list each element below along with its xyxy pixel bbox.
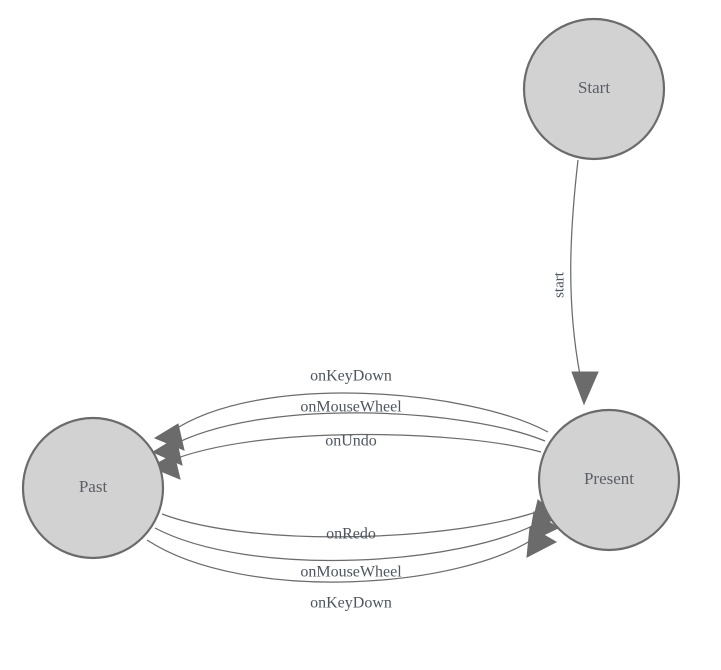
edge-label-start: start (551, 271, 567, 298)
node-past-label: Past (79, 477, 108, 496)
edge-label-present-past-2: onMouseWheel (300, 399, 402, 416)
node-present-circle (537, 408, 681, 552)
edge-path-present-past-2 (168, 412, 546, 448)
edge-path-past-present-1 (161, 508, 546, 538)
edge-present-to-past-onundo[interactable]: onUndo (149, 433, 542, 480)
edge-path-present-past-3 (166, 433, 542, 463)
node-past-circle (21, 416, 165, 560)
edge-path-present-past-1 (170, 392, 549, 433)
node-present-label: Present (584, 469, 634, 488)
edge-label-present-past-1: onKeyDown (310, 368, 392, 385)
node-start-label: Start (578, 78, 610, 97)
edge-past-to-present-onredo[interactable]: onRedo (161, 499, 561, 543)
node-start[interactable]: Start (522, 17, 666, 161)
edge-label-past-present-1: onRedo (326, 526, 376, 543)
arrowhead-start-present (571, 371, 599, 406)
edge-path-start-present (570, 159, 581, 376)
edge-past-to-present-onmousewheel[interactable]: onMouseWheel (154, 511, 560, 581)
edge-path-past-present-2 (154, 520, 543, 562)
node-past[interactable]: Past (21, 416, 165, 560)
edge-past-to-present-onkeydown[interactable]: onKeyDown (146, 526, 558, 612)
arrowhead-past-present-3 (526, 526, 558, 558)
edge-start-to-present[interactable]: start (551, 159, 599, 406)
arrowhead-present-past-3 (149, 453, 181, 480)
edge-label-past-present-3: onKeyDown (310, 595, 392, 612)
node-present[interactable]: Present (537, 408, 681, 552)
edge-path-past-present-3 (146, 534, 540, 583)
edge-label-present-past-3: onUndo (325, 433, 377, 450)
edge-label-past-present-2: onMouseWheel (300, 564, 402, 581)
node-start-circle (522, 17, 666, 161)
